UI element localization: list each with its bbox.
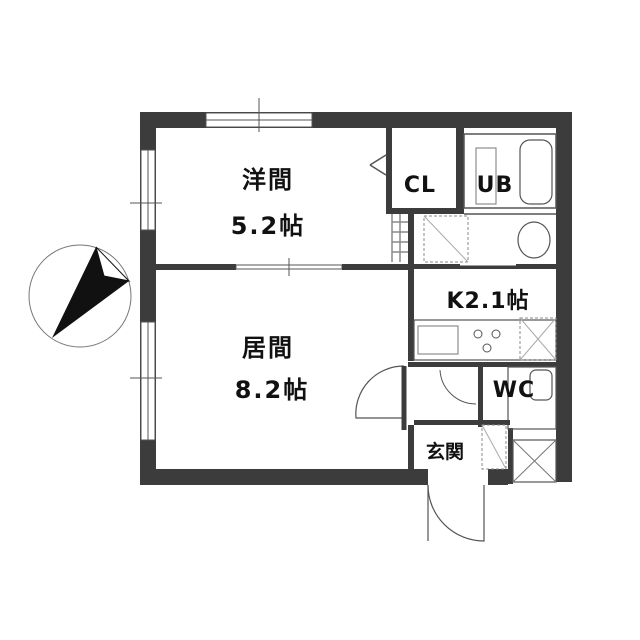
outdoor-storage	[512, 439, 557, 483]
north-arrow-icon	[28, 244, 132, 348]
bath-label: UB	[477, 173, 514, 198]
toilet-icon	[529, 369, 553, 401]
left-window-upper	[130, 149, 162, 231]
top-window	[205, 98, 313, 132]
living-door	[355, 365, 407, 430]
kitchen-label: K2.1帖	[446, 289, 529, 314]
living-room-size: 8.2帖	[235, 376, 310, 404]
toilet-room	[408, 362, 557, 430]
burner-icon	[473, 329, 483, 339]
closet-label: CL	[404, 173, 436, 198]
western-room-name: 洋間	[242, 166, 294, 194]
kitchen	[408, 269, 557, 361]
bathroom	[456, 128, 557, 215]
entrance	[408, 424, 507, 542]
partition-sliding-door	[156, 258, 408, 276]
burner-icon	[491, 329, 501, 339]
toilet-label: WC	[493, 378, 535, 403]
bathtub-icon	[519, 139, 553, 205]
washbasin-icon	[517, 221, 551, 259]
entrance-label: 玄関	[426, 440, 464, 463]
washroom	[408, 214, 556, 269]
closet	[369, 128, 456, 262]
sink-icon	[417, 325, 459, 355]
western-room-size: 5.2帖	[231, 212, 306, 240]
burner-icon	[482, 343, 492, 353]
living-room-name: 居間	[242, 334, 294, 362]
left-window-lower	[130, 321, 162, 441]
